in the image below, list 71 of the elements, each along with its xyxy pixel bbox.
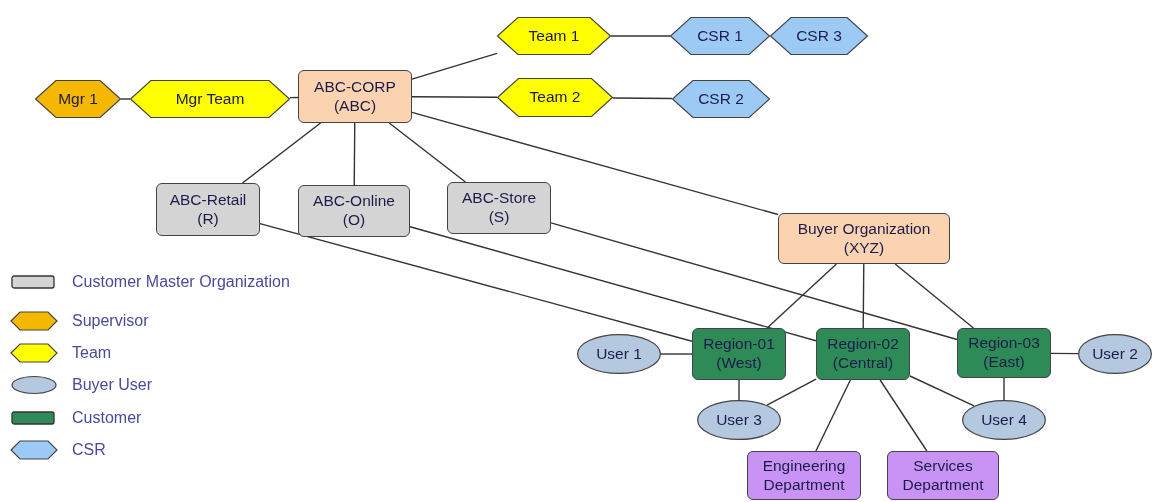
node-label: User 3 xyxy=(715,410,763,430)
connector-line xyxy=(259,222,693,342)
node-label: Team 1 xyxy=(527,26,581,46)
legend-label: Team xyxy=(72,344,112,362)
connector-line xyxy=(411,111,779,216)
ellipse-node xyxy=(697,400,781,440)
rounded-box xyxy=(156,183,260,236)
hexagon-node xyxy=(130,80,290,118)
connector-line xyxy=(909,375,975,407)
node-label: User 4 xyxy=(980,410,1028,430)
connector-line xyxy=(550,222,958,341)
ellipse-node xyxy=(577,334,661,374)
rounded-box xyxy=(816,328,910,380)
node-label: Mgr Team xyxy=(174,89,246,109)
node-label: Engineering Department xyxy=(761,456,847,495)
node-label: Services Department xyxy=(901,456,985,495)
rounded-box xyxy=(887,451,999,500)
connector-line xyxy=(411,96,498,98)
legend-label: Supervisor xyxy=(72,312,149,330)
connector-line xyxy=(738,379,740,401)
hexagon-node xyxy=(497,17,611,55)
rounded-box xyxy=(298,185,410,237)
connector-line xyxy=(411,52,498,80)
node-label: Mgr 1 xyxy=(57,89,99,109)
connector-line xyxy=(862,263,865,329)
node-label: ABC-CORP (ABC) xyxy=(313,77,397,116)
hexagon-node xyxy=(770,17,868,55)
connector-line xyxy=(766,378,817,406)
connector-line xyxy=(120,98,131,100)
node-label: User 1 xyxy=(595,344,643,364)
ellipse-node xyxy=(962,400,1046,440)
rounded-box xyxy=(447,182,551,234)
rounded-box xyxy=(692,328,786,380)
connector-line xyxy=(879,379,928,452)
legend-label: Buyer User xyxy=(72,376,153,394)
node-label: ABC-Store (S) xyxy=(460,189,538,227)
legend-label: Customer Master Organization xyxy=(72,273,290,291)
legend-label: Customer xyxy=(72,409,142,427)
node-label: Region-02 (Central) xyxy=(826,335,900,373)
node-label: Team 2 xyxy=(528,88,582,107)
rounded-box xyxy=(778,213,950,264)
legend-label: CSR xyxy=(72,441,106,459)
node-label: CSR 1 xyxy=(696,26,744,46)
ellipse-node xyxy=(1078,334,1152,374)
connector-line xyxy=(612,97,673,100)
node-label: ABC-Retail (R) xyxy=(168,190,248,229)
rounded-box xyxy=(747,451,861,500)
hexagon-node xyxy=(670,17,770,55)
node-label: Region-03 (East) xyxy=(967,334,1041,372)
rounded-box xyxy=(298,70,412,123)
connector-line xyxy=(894,263,975,329)
connector-line xyxy=(815,379,852,452)
node-label: CSR 2 xyxy=(697,89,745,109)
node-label: Region-01 (West) xyxy=(702,335,776,373)
rounded-box xyxy=(957,328,1051,378)
connector-line xyxy=(660,353,693,355)
hexagon-node xyxy=(35,80,121,118)
hexagon-node xyxy=(672,80,770,118)
connector-line xyxy=(388,122,467,183)
connector-line xyxy=(1003,377,1005,401)
connector-line xyxy=(766,263,838,329)
connector-line xyxy=(1050,352,1079,355)
connector-line xyxy=(241,122,322,184)
node-label: ABC-Online (O) xyxy=(312,192,396,230)
hexagon-node xyxy=(497,78,613,117)
connector-line xyxy=(610,35,671,37)
node-label: Buyer Organization (XYZ) xyxy=(796,219,932,258)
connector-line xyxy=(409,226,817,342)
node-label: User 2 xyxy=(1091,344,1139,364)
connector-line xyxy=(353,122,356,186)
node-label: CSR 3 xyxy=(795,26,843,46)
